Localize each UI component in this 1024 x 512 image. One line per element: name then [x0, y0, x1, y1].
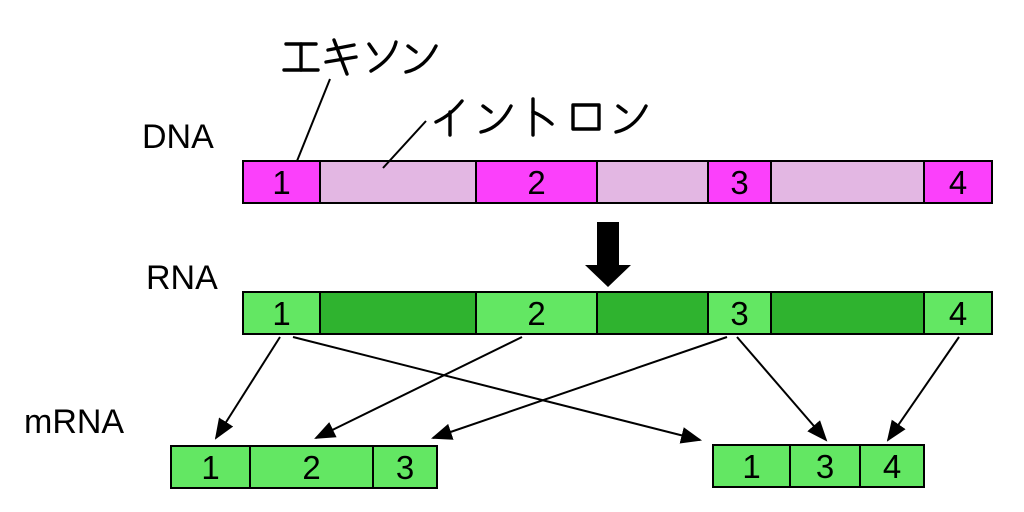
mrna-left-exon-1: 1	[172, 447, 249, 487]
dna-exon-2: 2	[475, 162, 596, 202]
splice-arrow-rna4-to-right4	[886, 336, 960, 442]
splice-arrow-rna1-to-left1	[214, 336, 281, 440]
rna-intron-2	[319, 293, 475, 333]
dna-bar: 1 2 3 4	[242, 160, 993, 204]
rna-intron-4	[596, 293, 707, 333]
mrna-left-exon-2: 2	[249, 447, 372, 487]
rna-intron-6	[770, 293, 923, 333]
mrna-left-exon-3: 3	[372, 447, 436, 487]
dna-exon-1: 1	[244, 162, 319, 202]
exon-callout-label	[282, 38, 438, 76]
rna-bar: 1 2 3 4	[242, 291, 993, 335]
mrna-right-exon-4: 4	[859, 446, 923, 486]
dna-intron-4	[596, 162, 707, 202]
rna-exon-1: 1	[244, 293, 319, 333]
rna-label: RNA	[146, 259, 218, 297]
dna-intron-2	[319, 162, 475, 202]
dna-label: DNA	[142, 118, 214, 156]
rna-exon-2: 2	[475, 293, 596, 333]
mrna-right-exon-1: 1	[714, 446, 789, 486]
dna-intron-6	[770, 162, 923, 202]
transcription-arrow-icon	[585, 222, 631, 287]
mrna-label: mRNA	[24, 403, 125, 441]
mrna-right-exon-3: 3	[789, 446, 859, 486]
leader-line-exon-leader	[296, 78, 331, 162]
splice-arrow-rna2-to-left2	[314, 336, 523, 439]
dna-exon-4: 4	[923, 162, 991, 202]
intron-callout-label	[434, 97, 648, 137]
dna-exon-3: 3	[707, 162, 770, 202]
rna-exon-4: 4	[923, 293, 991, 333]
splice-arrow-rna3-to-right3	[736, 336, 828, 442]
rna-exon-3: 3	[707, 293, 770, 333]
splice-arrow-rna3-to-left3	[431, 336, 728, 440]
splice-arrow-rna1-to-right1	[292, 336, 703, 444]
